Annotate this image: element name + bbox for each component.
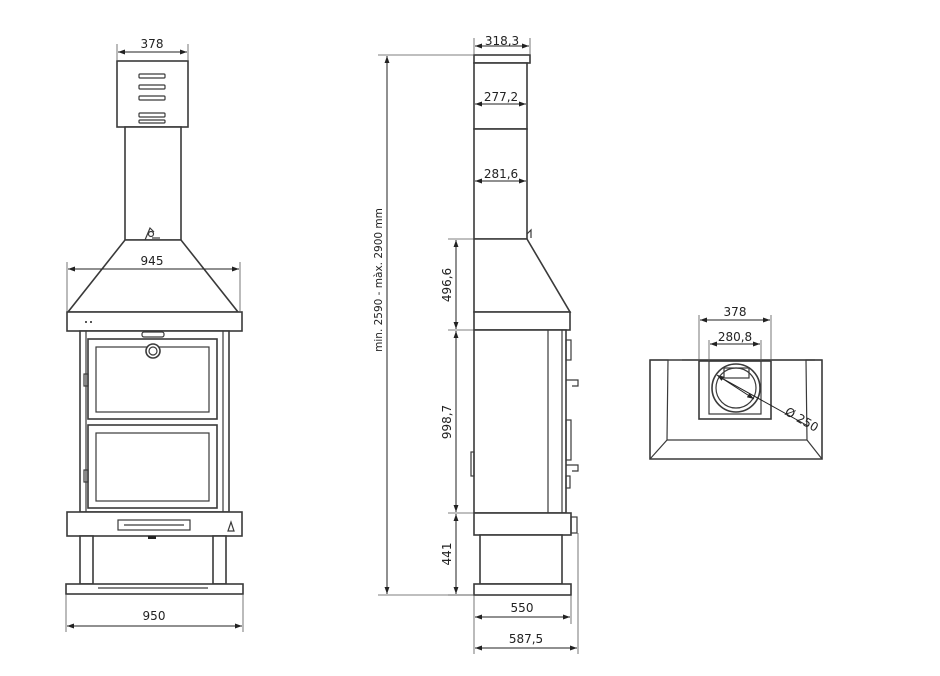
side-dim-flue-upper-label: 277,2 [484,90,518,104]
front-view: 378 945 950 [65,37,244,632]
side-dim-flue-upper: 277,2 [475,90,526,107]
side-dim-base-depth-label: 550 [511,601,534,615]
side-base [473,583,572,596]
front-vent-slots [138,73,166,124]
top-dim-outer-label: 378 [724,305,747,319]
top-dim-outer: 378 [698,305,772,361]
front-ash-drawer [117,519,191,531]
side-hood-band [473,311,571,331]
side-flue-lower [473,128,528,240]
top-dim-inner: 280,8 [708,330,762,361]
side-dim-overall-height: min. 2590 - màx. 2900 mm [373,54,474,596]
side-dim-base-height: 441 [440,514,474,596]
front-dim-base: 950 [65,594,244,632]
front-leg-left [79,535,94,585]
side-flue-upper [473,62,528,130]
front-chimney-cap [116,60,189,128]
side-dim-overall-depth-label: 587,5 [509,632,543,646]
side-dim-base-height-label: 441 [440,543,454,566]
side-dim-overall-depth: 587,5 [475,533,579,654]
front-dim-hood: 945 [66,254,241,312]
front-damper-handle [144,226,160,241]
side-dim-body-height-label: 998,7 [440,405,454,439]
side-body [473,329,567,514]
side-view: 318,3 277,2 281,6 min. 2590 - màx. 2900 … [373,34,579,654]
side-leg [479,534,563,585]
side-dim-overall-height-label: min. 2590 - màx. 2900 mm [373,208,385,352]
side-hood [473,238,572,313]
side-chimney-cap [473,54,531,64]
side-dim-hood-height: 496,6 [440,238,474,331]
side-dim-flue-lower-label: 281,6 [484,167,518,181]
side-dim-flue-lower: 281,6 [475,167,526,184]
front-top-handle [141,331,165,338]
front-dim-base-label: 950 [143,609,166,623]
front-hood [66,239,240,313]
side-door-handles [565,339,579,489]
side-dim-hood-height-label: 496,6 [440,268,454,302]
front-base [65,583,244,595]
front-fire-door [87,424,218,509]
front-dim-chimney-label: 378 [141,37,164,51]
side-dim-body-height: 998,7 [440,331,474,514]
top-dim-inner-label: 280,8 [718,330,752,344]
front-hearth [66,511,243,537]
front-dim-chimney: 378 [116,37,189,61]
side-hearth [473,512,572,536]
front-hood-band [66,311,243,332]
front-oven-thermometer [145,343,161,359]
side-dim-base-depth: 550 [473,595,572,654]
top-flue-circle [711,363,761,413]
top-view: Ø 250 378 280,8 [649,305,823,460]
front-leg-right [212,535,227,585]
front-body [79,330,230,513]
side-dim-top-flue: 318,3 [473,34,531,55]
front-flue-pipe [124,126,182,241]
front-dim-hood-label: 945 [141,254,164,268]
side-dim-top-flue-label: 318,3 [485,34,519,48]
